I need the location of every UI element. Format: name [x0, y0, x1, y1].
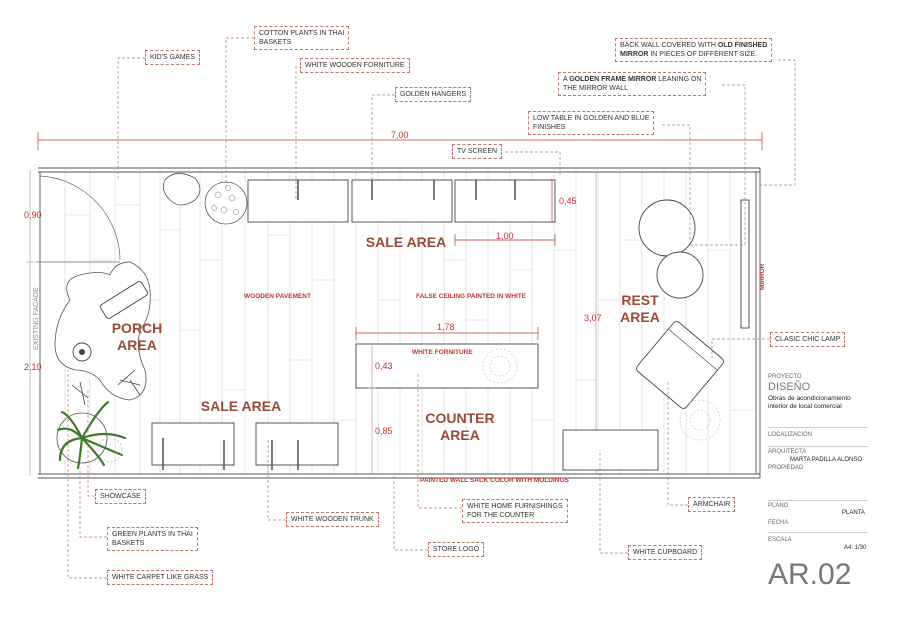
tb-arquitecta-label: ARQUITECTA	[768, 449, 807, 455]
door-swing	[36, 175, 121, 263]
tb-plano-label: PLANO	[768, 503, 789, 509]
tb-proyecto-name: DISEÑO	[768, 381, 811, 393]
back-wall-bold-2: MIRROR	[620, 51, 649, 58]
tb-plano-value: PLANTA	[842, 510, 865, 516]
note-existing-facade: EXISTING FACADE	[33, 287, 40, 350]
counter-line-1: COUNTER	[425, 410, 495, 426]
dim-210: 2,10	[24, 362, 42, 372]
callout-armchair: ARMCHAIR	[688, 497, 736, 512]
dim-total-width: 7,00	[391, 130, 409, 140]
golden-frame-line-2: THE MIRROR WALL	[563, 85, 629, 92]
note-mirror: MIRROR	[759, 263, 766, 290]
tb-escala-value: A4: 1/30	[844, 545, 867, 551]
callout-cotton-plants: COTTON PLANTS IN THAI BASKETS	[254, 26, 350, 50]
callout-golden-frame-mirror: A GOLDEN FRAME MIRROR LEANING ON THE MIR…	[558, 72, 707, 96]
dim-085: 0,85	[375, 426, 393, 436]
callout-green-plants: GREEN PLANTS IN THAI BASKETS	[107, 527, 198, 551]
callout-white-carpet: WHITE CARPET LIKE GRASS	[107, 570, 214, 585]
low-table-2	[656, 251, 704, 299]
dim-090: 0,90	[24, 210, 42, 220]
green-plants-line-2: BASKETS	[112, 540, 145, 547]
counter	[355, 343, 539, 389]
callout-low-table: LOW TABLE IN GOLDEN AND BLUE FINISHES	[528, 111, 655, 135]
armchair-shape	[636, 321, 724, 409]
cotton-plants-basket	[204, 181, 248, 225]
tb-arquitecta-value: MARTA PADILLA ALONSO	[790, 457, 863, 463]
callout-store-logo: STORE LOGO	[428, 542, 485, 557]
kids-games-sticks	[71, 369, 141, 406]
white-cupboard	[562, 429, 659, 471]
callout-cotton-plants-line-2: BASKETS	[259, 39, 292, 46]
counter-line-2: AREA	[440, 427, 480, 443]
phone-tablet	[100, 281, 148, 319]
dim-307: 3,07	[584, 313, 602, 323]
tb-fecha-label: FECHA	[768, 520, 789, 526]
callout-white-wooden-trunk: WHITE WOODEN TRUNK	[286, 512, 379, 527]
white-wooden-forniture-shelves	[247, 179, 556, 223]
callout-white-wooden-forniture: WHITE WOODEN FORNITURE	[300, 58, 410, 73]
area-label-porch: PORCH AREA	[104, 320, 170, 354]
back-wall-bold: OLD FINISHED	[717, 42, 768, 49]
tb-description-1: Obras de acondicionamiento	[768, 395, 851, 402]
callout-back-wall-mirror: BACK WALL COVERED WITH OLD FINISHED MIRR…	[615, 38, 773, 62]
callout-golden-hangers: GOLDEN HANGERS	[395, 87, 472, 102]
area-label-sale-bottom: SALE AREA	[200, 398, 282, 414]
dim-100: 1,00	[496, 231, 514, 241]
area-label-sale-top: SALE AREA	[365, 234, 447, 250]
note-painted-wall: PAINTED WALL SACK COLOR WITH MOLDINGS	[420, 477, 569, 484]
area-label-rest: REST AREA	[612, 292, 668, 326]
golden-frame-text-post: LEANING ON	[656, 76, 702, 83]
callout-kids-games: KID'S GAMES	[145, 50, 200, 65]
low-table-1	[638, 199, 696, 257]
low-table-line-1: LOW TABLE IN GOLDEN AND BLUE	[533, 115, 650, 122]
golden-frame-text: A	[563, 76, 570, 83]
dim-043: 0,43	[375, 361, 393, 371]
dim-045: 0,45	[559, 196, 577, 206]
porch-line-1: PORCH	[111, 320, 163, 336]
callout-showcase: SHOWCASE	[95, 489, 146, 504]
note-wooden-pavement: WOODEN PAVEMENT	[244, 293, 311, 300]
kids-games-rug	[162, 173, 201, 206]
back-wall-text-2: IN PIECES OF DIFFERENT SIZE.	[648, 51, 758, 58]
dim-178: 1,78	[437, 322, 455, 332]
tb-escala-label: ESCALA	[768, 537, 792, 543]
white-home-line-1: WHITE HOME FURNISHINGS	[467, 503, 563, 510]
callout-clasic-chic-lamp: CLASIC CHIC LAMP	[770, 332, 846, 347]
green-plants-line-1: GREEN PLANTS IN THAI	[112, 531, 193, 538]
rest-line-1: REST	[621, 292, 659, 308]
callout-white-cupboard: WHITE CUPBOARD	[628, 545, 703, 560]
low-table-line-2: FINISHES	[533, 124, 566, 131]
green-plant-leaves	[56, 400, 127, 470]
callout-cotton-plants-line-1: COTTON PLANTS IN THAI	[259, 30, 345, 37]
note-false-ceiling: FALSE CEILING PAINTED IN WHITE	[416, 293, 527, 300]
leader-lines	[67, 37, 796, 579]
porch-line-2: AREA	[117, 337, 157, 353]
golden-frame-bold: GOLDEN FRAME MIRROR	[569, 76, 657, 83]
tb-localizacion-label: LOCALIZACIÓN	[768, 432, 813, 438]
callout-tv-screen: TV SCREEN	[452, 144, 503, 159]
rest-line-2: AREA	[620, 309, 660, 325]
area-label-counter: COUNTER AREA	[418, 410, 502, 444]
tb-propiedad-label: PROPIEDAD	[768, 465, 804, 471]
callout-white-home-furnishings: WHITE HOME FURNISHINGS FOR THE COUNTER	[462, 499, 568, 523]
title-block: PROYECTO DISEÑO Obras de acondicionamien…	[764, 372, 896, 632]
tb-proyecto-label: PROYECTO	[768, 374, 802, 380]
note-white-forniture: WHITE FORNITURE	[412, 349, 473, 356]
back-wall-text: BACK WALL COVERED WITH	[620, 42, 718, 49]
white-wooden-trunks	[151, 422, 339, 466]
white-home-line-2: FOR THE COUNTER	[467, 512, 535, 519]
tb-sheet-code: AR.02	[768, 558, 852, 591]
tb-description-2: interior de local comercial	[768, 403, 842, 410]
